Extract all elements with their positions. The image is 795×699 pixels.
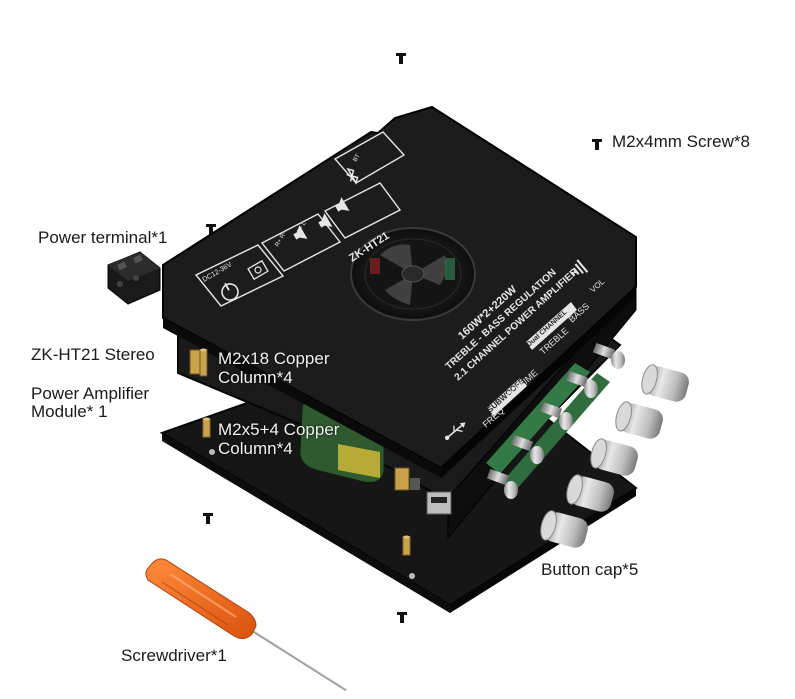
speaker-icon — [335, 197, 350, 212]
potentiometer — [565, 370, 598, 398]
copper-column-long — [199, 348, 208, 377]
screw-icon — [397, 612, 407, 623]
board-bt-text: BT — [353, 153, 362, 163]
power-icon — [221, 282, 239, 301]
bluetooth-icon — [346, 167, 359, 185]
screwdriver — [145, 558, 347, 692]
module-label-line1: ZK-HT21 Stereo — [31, 345, 155, 364]
speaker-icon — [318, 213, 333, 228]
usb-icon — [444, 422, 466, 440]
power-jack-icon — [247, 259, 269, 281]
column54-label-line1: M2x5+4 Copper — [218, 420, 340, 439]
button-cap — [641, 364, 689, 402]
speaker-icon — [293, 225, 308, 240]
copper-column — [402, 535, 411, 556]
column18-label-line1: M2x18 Copper — [218, 349, 330, 368]
fan-icon — [350, 227, 476, 321]
button-cap — [615, 401, 663, 439]
button-cap — [540, 510, 588, 548]
screw-icon — [396, 53, 406, 64]
mount-hole — [209, 449, 415, 579]
screw-icon — [206, 224, 216, 235]
button-cap-label: Button cap*5 — [541, 560, 639, 579]
potentiometer — [486, 468, 518, 499]
column18-label-line2: Column*4 — [218, 368, 293, 387]
screw-label: M2x4mm Screw*8 — [612, 132, 750, 151]
button-cap — [590, 438, 638, 476]
screwdriver-label: Screwdriver*1 — [121, 646, 227, 665]
button-cap — [566, 474, 614, 512]
screw-icon — [592, 139, 602, 150]
volume-bars-icon — [571, 259, 589, 276]
module-label-line2: Power Amplifier — [31, 384, 150, 403]
usb-port — [426, 491, 452, 515]
column54-label-line2: Column*4 — [218, 439, 293, 458]
potentiometer — [539, 401, 573, 430]
potentiometer — [510, 434, 544, 464]
power-terminal-label: Power terminal*1 — [38, 228, 168, 247]
top-cover-board — [162, 105, 637, 478]
copper-column — [202, 417, 211, 438]
potentiometer — [592, 342, 625, 369]
screw-icon — [203, 513, 213, 524]
power-terminal — [107, 251, 161, 305]
module-label-line3: Module* 1 — [31, 402, 108, 421]
